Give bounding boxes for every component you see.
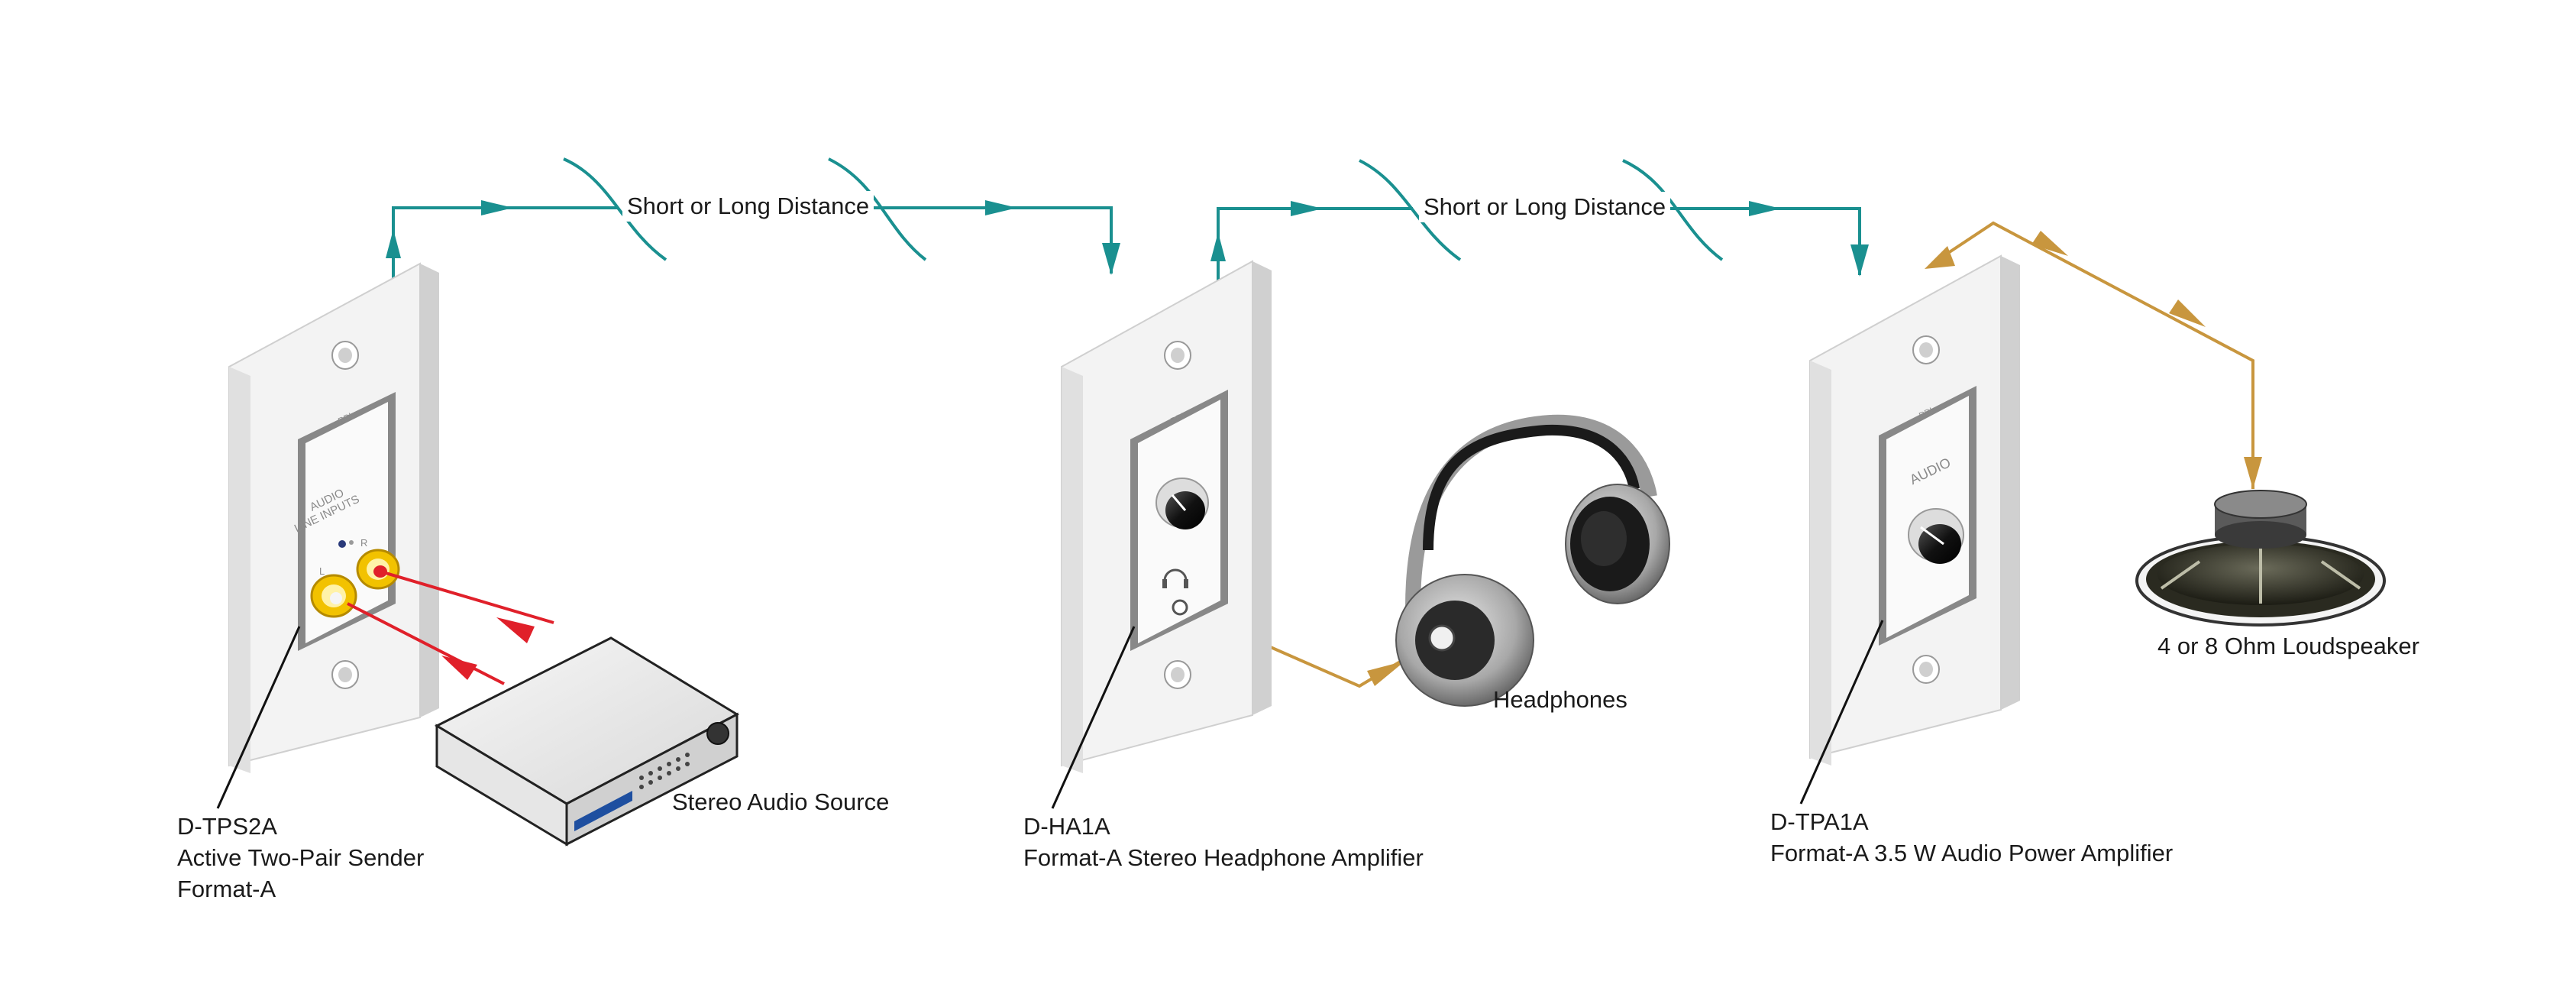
device-1-desc: Active Two-Pair Sender [177,844,425,871]
loudspeaker-illustration [2135,490,2386,627]
speaker-label: 4 or 8 Ohm Loudspeaker [2157,633,2419,659]
device-2-model: D-HA1A [1023,813,1110,840]
cable-teal-1 [392,157,1113,300]
headphone-jack-icon [1162,568,1188,616]
plate-1-jack-right: R [360,537,367,549]
rca-jack-right [356,549,400,590]
cable-teal-2-arrows [1210,201,1869,277]
cable-teal-2 [1217,159,1861,304]
source-label: Stereo Audio Source [672,788,890,815]
cable-teal-1-arrows [386,200,1120,275]
wall-plate-d-tps2a: RDL AUDIO LINE INPUTS L R [228,262,439,773]
cable-gold-speaker [1942,221,2254,489]
distance-label-2: Short or Long Distance [1419,192,1671,222]
cable-gold-speaker-arrows [1925,231,2262,489]
headphones-label: Headphones [1493,686,1627,713]
headphones-illustration [1395,414,1670,707]
wall-plate-d-tpa1a: RDL AUDIO [1809,254,2020,766]
leader-lines [216,620,1884,809]
device-3-desc: Format-A 3.5 W Audio Power Amplifier [1770,840,2174,866]
cable-red-arrows [441,617,535,680]
device-1-format: Format-A [177,876,276,902]
device-3-model: D-TPA1A [1770,808,1869,835]
volume-knob-amplifier [1908,508,1964,564]
wall-plate-d-ha1a: RDL [1061,260,1272,773]
headphone-ear-cup-left [1395,574,1534,707]
device-1-model: D-TPS2A [177,813,277,840]
distance-label-1: Short or Long Distance [622,191,874,222]
stereo-audio-source-box [434,636,740,847]
cable-red-stereo [347,571,554,685]
volume-knob-headphone [1155,478,1209,529]
headphone-ear-cup-right [1565,484,1670,604]
rca-jack-left [310,574,357,618]
plate-1-jack-left: L [319,565,325,577]
device-2-desc: Format-A Stereo Headphone Amplifier [1023,844,1424,871]
